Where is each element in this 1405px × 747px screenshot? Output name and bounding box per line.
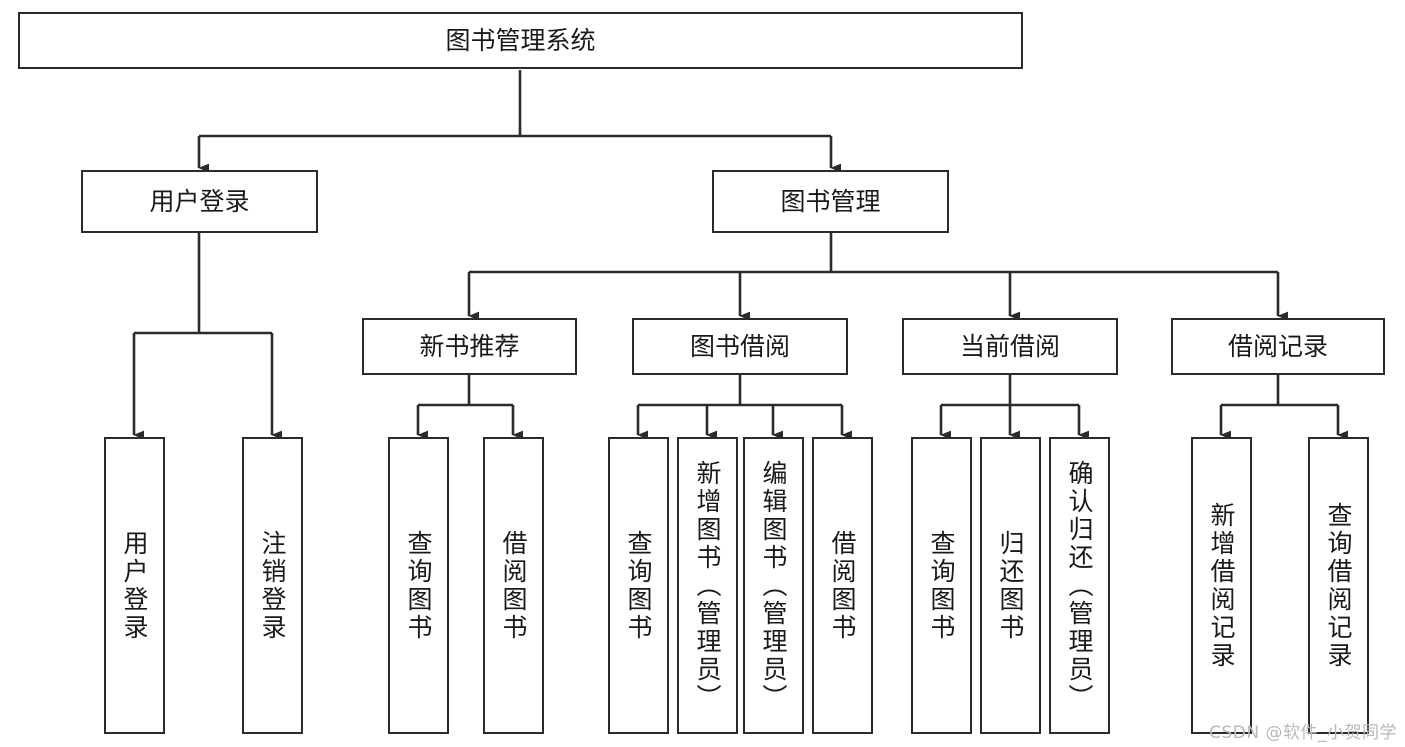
csdn-watermark: CSDN @软件_小贺同学 bbox=[1209, 723, 1397, 743]
node-label: 用户登录 bbox=[120, 529, 149, 642]
node-user-login[interactable]: 用户登录 bbox=[81, 170, 318, 233]
node-book-borrow[interactable]: 图书借阅 bbox=[632, 318, 848, 375]
node-label: 查询图书 bbox=[624, 529, 653, 642]
node-leaf-query-record[interactable]: 查询借阅记录 bbox=[1308, 437, 1369, 734]
node-leaf-edit-book[interactable]: 编辑图书（管理员） bbox=[743, 437, 804, 734]
node-leaf-user-login[interactable]: 用户登录 bbox=[104, 437, 165, 734]
node-label: 当前借阅 bbox=[959, 331, 1060, 361]
node-root-book-management-system[interactable]: 图书管理系统 bbox=[18, 12, 1023, 69]
node-label: 借阅记录 bbox=[1227, 331, 1328, 361]
node-label: 用户登录 bbox=[149, 186, 250, 216]
node-leaf-user-logout[interactable]: 注销登录 bbox=[242, 437, 303, 734]
node-current-borrow[interactable]: 当前借阅 bbox=[902, 318, 1118, 375]
node-leaf-add-record[interactable]: 新增借阅记录 bbox=[1191, 437, 1252, 734]
node-leaf-confirm-return[interactable]: 确认归还（管理员） bbox=[1049, 437, 1110, 734]
node-leaf-query-book-3[interactable]: 查询图书 bbox=[911, 437, 972, 734]
node-label: 新书推荐 bbox=[419, 331, 520, 361]
node-leaf-add-book[interactable]: 新增图书（管理员） bbox=[677, 437, 738, 734]
node-label: 编辑图书（管理员） bbox=[759, 459, 788, 712]
node-label: 查询借阅记录 bbox=[1324, 501, 1353, 670]
node-leaf-borrow-book-1[interactable]: 借阅图书 bbox=[483, 437, 544, 734]
node-leaf-return-book[interactable]: 归还图书 bbox=[980, 437, 1041, 734]
node-label: 确认归还（管理员） bbox=[1065, 459, 1094, 712]
node-label: 查询图书 bbox=[404, 529, 433, 642]
node-new-book-recommend[interactable]: 新书推荐 bbox=[362, 318, 577, 375]
node-label: 新增借阅记录 bbox=[1207, 501, 1236, 670]
node-leaf-query-book-2[interactable]: 查询图书 bbox=[608, 437, 669, 734]
node-book-management[interactable]: 图书管理 bbox=[712, 170, 949, 233]
node-label: 图书借阅 bbox=[689, 331, 790, 361]
node-label: 新增图书（管理员） bbox=[693, 459, 722, 712]
node-borrow-record[interactable]: 借阅记录 bbox=[1171, 318, 1385, 375]
node-label: 归还图书 bbox=[996, 529, 1025, 642]
node-label: 图书管理 bbox=[780, 186, 881, 216]
node-leaf-borrow-book-2[interactable]: 借阅图书 bbox=[812, 437, 873, 734]
node-label: 借阅图书 bbox=[499, 529, 528, 642]
node-label: 图书管理系统 bbox=[445, 25, 596, 55]
node-label: 借阅图书 bbox=[828, 529, 857, 642]
node-leaf-query-book-1[interactable]: 查询图书 bbox=[388, 437, 449, 734]
node-label: 查询图书 bbox=[927, 529, 956, 642]
node-label: 注销登录 bbox=[258, 529, 287, 642]
